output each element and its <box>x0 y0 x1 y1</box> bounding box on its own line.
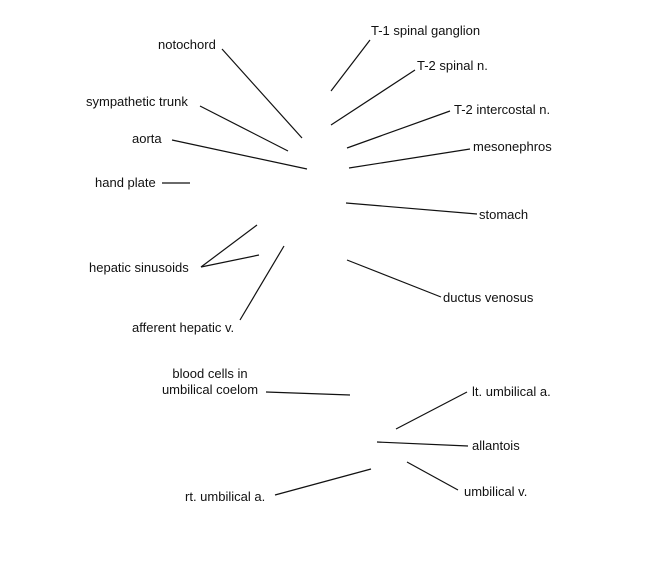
label-t2-spinal-n: T-2 spinal n. <box>417 58 488 73</box>
leader-hepatic-sinusoids-upper <box>200 224 258 268</box>
label-t2-intercostal-n: T-2 intercostal n. <box>454 102 551 117</box>
label-umbilical-v: umbilical v. <box>464 484 528 499</box>
label-afferent-hepatic-v: afferent hepatic v. <box>132 320 235 335</box>
leader-mesonephros <box>348 148 471 169</box>
label-ductus-venosus: ductus venosus <box>443 290 534 305</box>
leader-t2-spinal-n <box>330 69 416 126</box>
leader-lt-umbilical-a <box>395 391 468 430</box>
leader-notochord <box>221 48 303 139</box>
leader-umbilical-v <box>406 461 459 491</box>
label-blood-cells-line2: umbilical coelom <box>161 382 259 397</box>
leader-rt-umbilical-a <box>274 468 372 496</box>
label-blood-cells-line1: blood cells in <box>172 366 248 381</box>
label-allantois: allantois <box>472 438 520 453</box>
leader-ductus-venosus <box>346 259 442 298</box>
leader-hepatic-sinusoids-lower <box>200 254 260 268</box>
label-lt-umbilical-a: lt. umbilical a. <box>472 384 551 399</box>
leader-sympathetic-trunk <box>199 105 289 152</box>
leader-t1-spinal-ganglion <box>330 39 371 92</box>
leader-allantois <box>376 441 469 447</box>
label-hand-plate: hand plate <box>95 175 156 190</box>
leader-t2-intercostal-n <box>346 110 451 149</box>
leader-afferent-hepatic-v <box>239 245 285 321</box>
label-mesonephros: mesonephros <box>473 139 552 154</box>
label-notochord: notochord <box>158 37 216 52</box>
label-aorta: aorta <box>132 131 162 146</box>
leader-aorta <box>171 139 308 170</box>
label-sympathetic-trunk: sympathetic trunk <box>86 94 188 109</box>
label-hepatic-sinusoids: hepatic sinusoids <box>89 260 189 275</box>
label-rt-umbilical-a: rt. umbilical a. <box>185 489 266 504</box>
leader-stomach <box>345 202 478 215</box>
leader-blood-cells <box>265 391 351 396</box>
label-stomach: stomach <box>479 207 529 222</box>
label-t1-spinal-ganglion: T-1 spinal ganglion <box>371 23 481 38</box>
label-blood-cells-in-umbilical-coelom: blood cells in umbilical coelom <box>150 366 270 398</box>
